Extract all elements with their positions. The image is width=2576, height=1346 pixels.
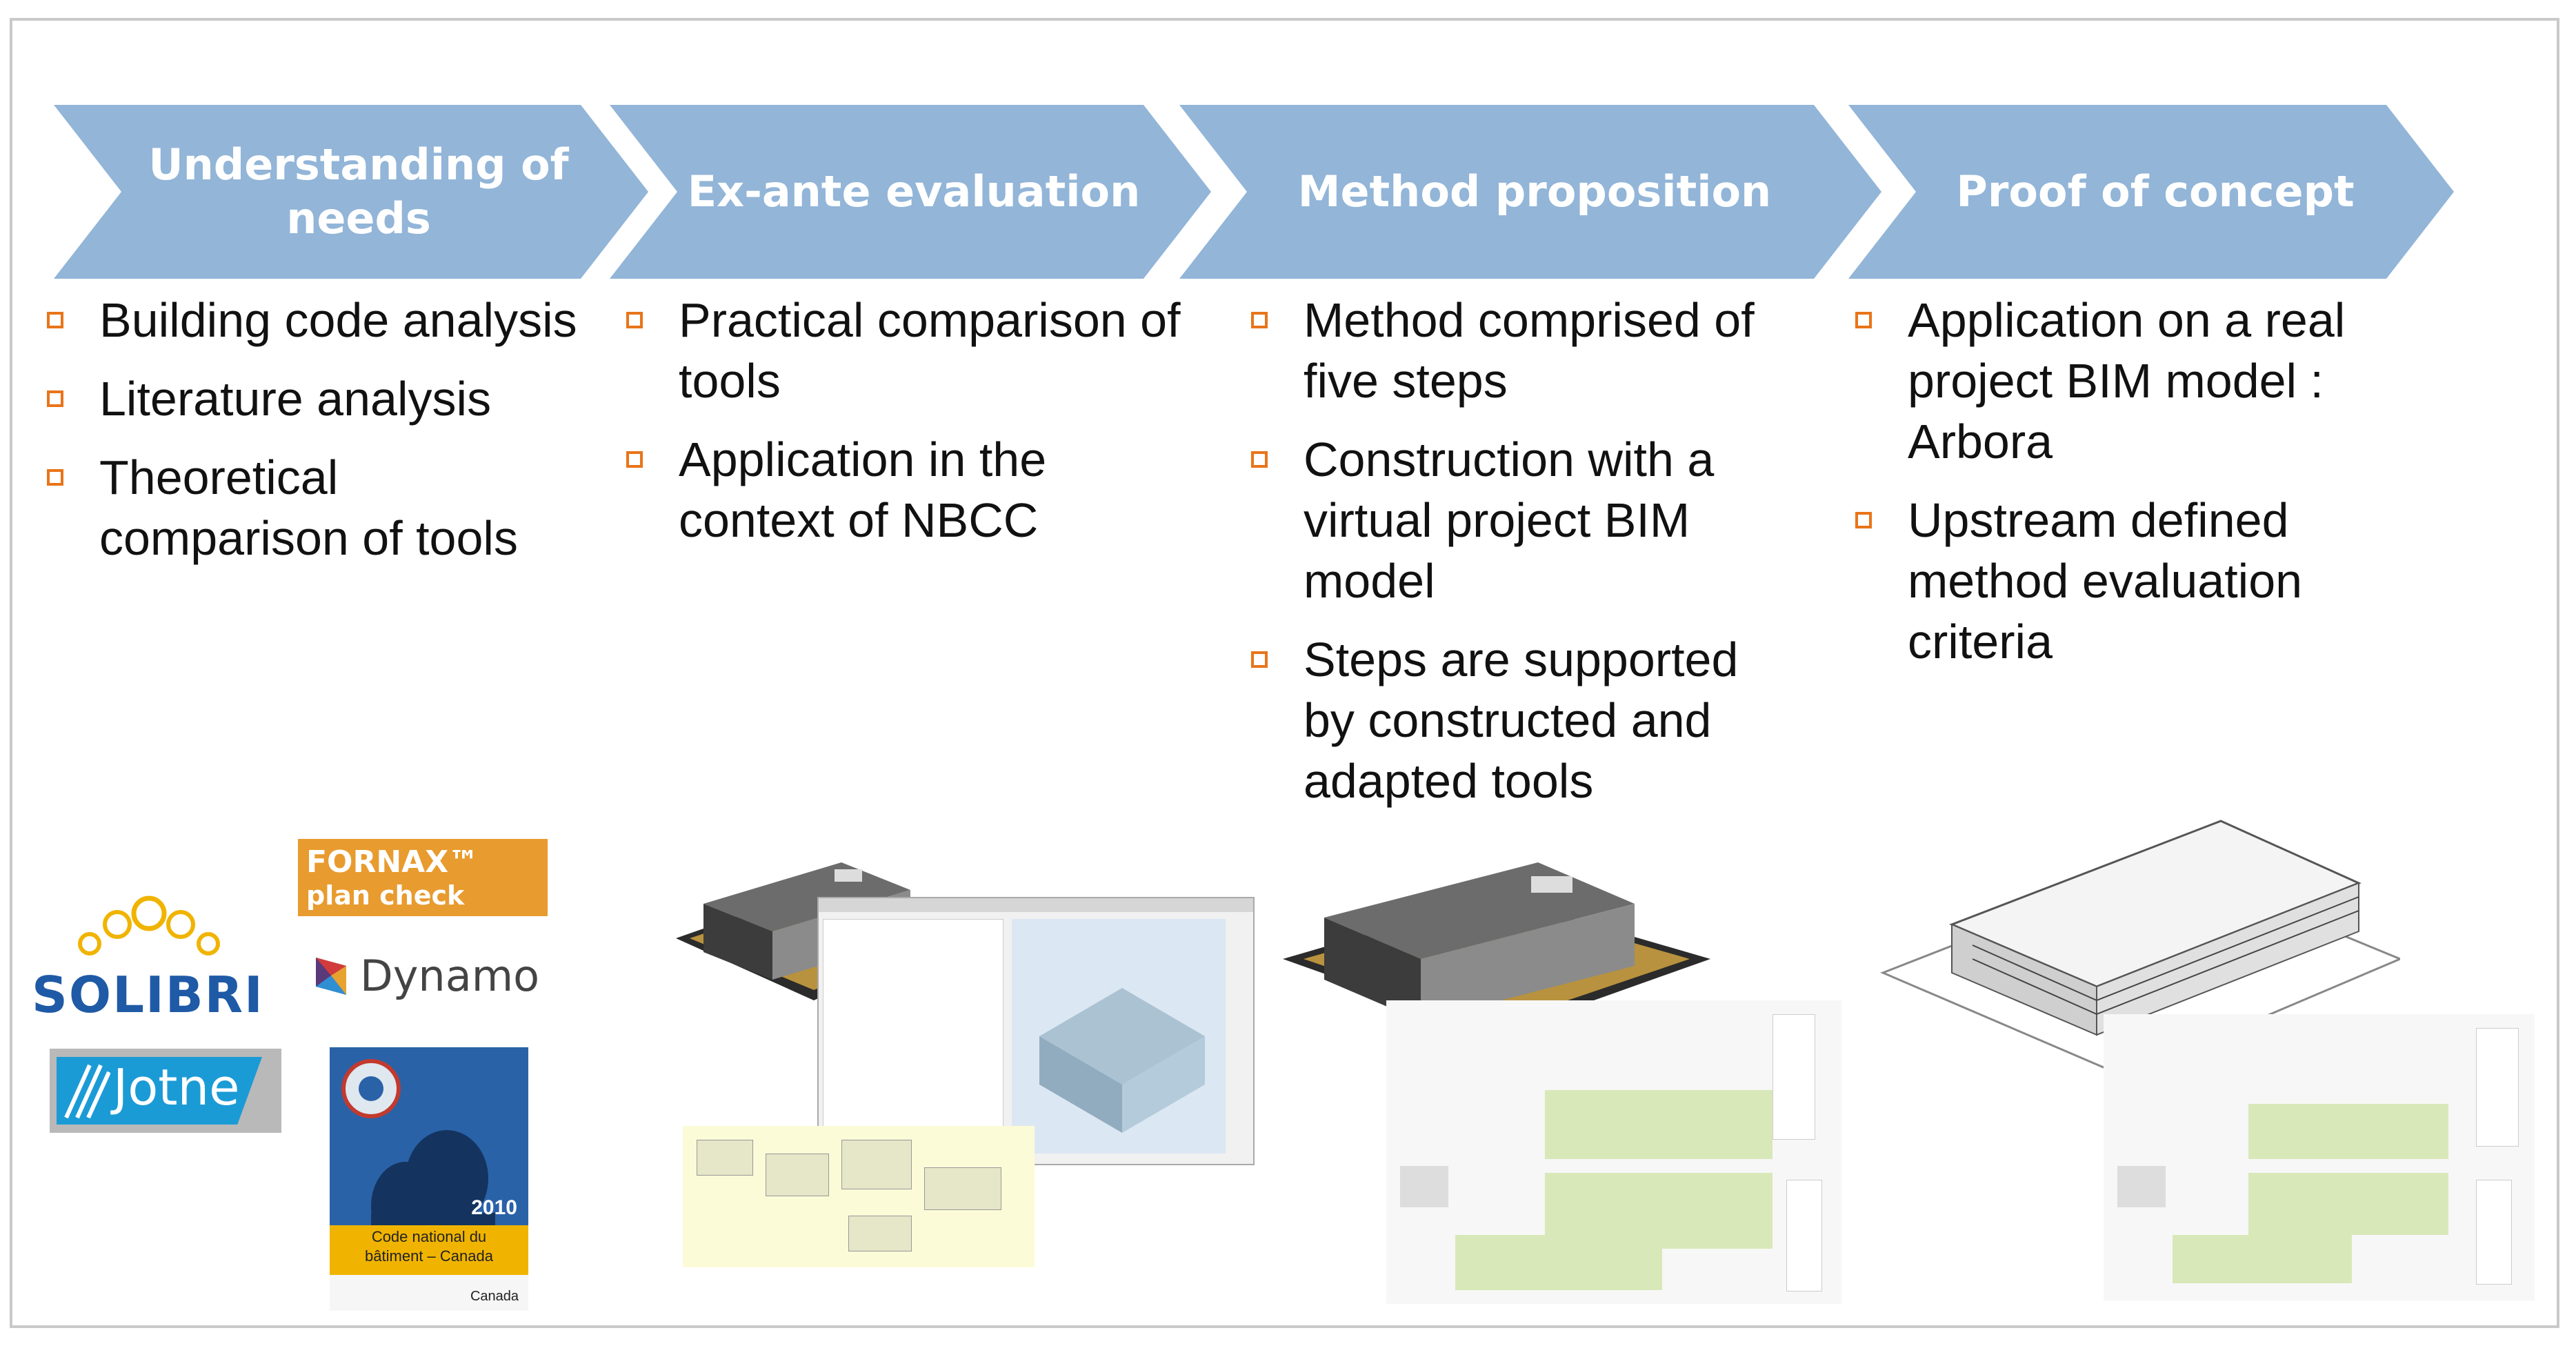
- chevron-3: [1179, 105, 1881, 279]
- stripes-icon: [64, 1064, 110, 1119]
- square-bullet-icon: [1251, 312, 1268, 328]
- chevron-4: [1848, 105, 2454, 279]
- square-bullet-icon: [1251, 451, 1268, 468]
- transparent-model-icon: [1039, 988, 1205, 1133]
- canada-wordmark: Canada: [470, 1289, 519, 1304]
- dynamo-graph-image-1: [683, 1126, 1035, 1267]
- list-item: Literature analysis: [44, 368, 610, 429]
- square-bullet-icon: [626, 312, 643, 328]
- phase-1-list: Building code analysis Literature analys…: [44, 290, 610, 586]
- arbora-model-image: [1880, 820, 2400, 1076]
- dynamo-wordmark: Dynamo: [360, 951, 540, 1001]
- phase-title-2: Ex-ante evaluation: [687, 166, 1141, 217]
- square-bullet-icon: [47, 469, 63, 486]
- building-model-image-2: [1283, 862, 1710, 1035]
- code-year: 2010: [471, 1196, 517, 1219]
- dynamo-graph-image-2: [1386, 1000, 1841, 1304]
- jotne-logo: Jotne: [50, 1049, 281, 1133]
- code-title-line-2: bâtiment – Canada: [365, 1247, 493, 1265]
- solibri-logo: [78, 895, 220, 956]
- square-bullet-icon: [626, 451, 643, 468]
- phase-title-4: Proof of concept: [1956, 166, 2355, 217]
- fornax-title: FORNAX™: [306, 844, 479, 880]
- solibri-viewer-screenshot: [817, 897, 1255, 1165]
- phase-title-3: Method proposition: [1297, 166, 1772, 217]
- solibri-wordmark: SOLIBRI: [32, 966, 264, 1024]
- fornax-subtitle: plan check expert: [306, 880, 465, 941]
- book-art: [330, 1047, 528, 1311]
- square-bullet-icon: [1251, 651, 1268, 668]
- fornax-logo: FORNAX™ plan check expert: [298, 839, 548, 941]
- square-bullet-icon: [1855, 312, 1872, 328]
- nbcc-book-cover: 2010 Code national du bâtiment – Canada …: [330, 1047, 528, 1311]
- dynamo-logo-icon: [316, 958, 346, 995]
- square-bullet-icon: [1855, 512, 1872, 528]
- jotne-wordmark: Jotne: [113, 1058, 240, 1116]
- chevron-1: [54, 105, 648, 279]
- code-title-line-1: Code national du: [371, 1228, 487, 1245]
- list-item: Building code analysis: [44, 290, 610, 350]
- chevron-2: [610, 105, 1211, 279]
- square-bullet-icon: [47, 312, 63, 328]
- dynamo-graph-image-3: [2104, 1014, 2535, 1300]
- square-bullet-icon: [47, 390, 63, 407]
